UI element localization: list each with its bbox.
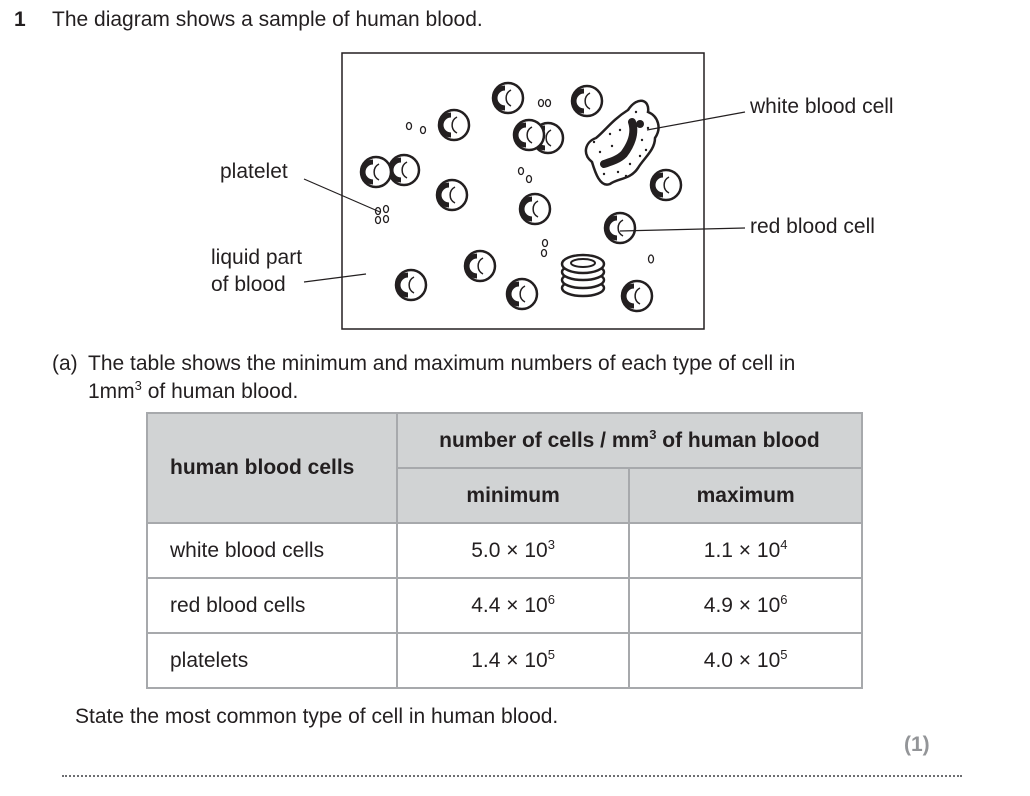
red-blood-cells bbox=[361, 83, 681, 311]
leader-lines bbox=[303, 111, 746, 283]
row-min: 5.0 × 103 bbox=[395, 522, 631, 579]
white-blood-cell-shape bbox=[584, 99, 660, 186]
label-liquid-part-line1: liquid part bbox=[211, 246, 302, 269]
part-a-line1: The table shows the minimum and maximum … bbox=[88, 352, 796, 375]
row-max: 4.9 × 106 bbox=[628, 577, 863, 634]
question-intro: The diagram shows a sample of human bloo… bbox=[52, 8, 483, 31]
table-row: white blood cells 5.0 × 103 1.1 × 104 bbox=[146, 522, 863, 579]
part-a-text: (a) The table shows the minimum and maxim… bbox=[52, 350, 795, 406]
label-platelet: platelet bbox=[220, 160, 288, 183]
row-name: red blood cells bbox=[146, 577, 398, 634]
row-max: 4.0 × 105 bbox=[628, 632, 863, 689]
table-row: platelets 1.4 × 105 4.0 × 105 bbox=[146, 632, 863, 689]
label-liquid-part-line2: of blood bbox=[211, 273, 286, 296]
platelets bbox=[374, 98, 655, 264]
label-white-blood-cell: white blood cell bbox=[749, 95, 894, 118]
answer-line[interactable] bbox=[62, 775, 962, 777]
label-red-blood-cell: red blood cell bbox=[750, 215, 875, 238]
part-a-unit: 1mm bbox=[88, 380, 135, 403]
blood-sample-diagram: white blood cell platelet red blood cell… bbox=[211, 52, 894, 330]
row-max: 1.1 × 104 bbox=[628, 522, 863, 579]
marks-indicator: (1) bbox=[904, 733, 930, 756]
part-a-unit-exp: 3 bbox=[134, 378, 142, 393]
row-name: white blood cells bbox=[146, 522, 398, 579]
blood-cell-table: human blood cells number of cells / mm3 … bbox=[146, 412, 864, 689]
question-number: 1 bbox=[14, 8, 26, 31]
header-maximum: maximum bbox=[628, 467, 863, 524]
part-a-line2: of human blood. bbox=[141, 380, 299, 403]
question-prompt: State the most common type of cell in hu… bbox=[75, 705, 559, 728]
table-row: red blood cells 4.4 × 106 4.9 × 106 bbox=[146, 577, 863, 634]
header-minimum: minimum bbox=[395, 467, 631, 524]
header-number-of-cells: number of cells / mm3 of human blood bbox=[395, 412, 864, 469]
part-a-tag: (a) bbox=[52, 352, 78, 375]
row-min: 4.4 × 106 bbox=[395, 577, 631, 634]
header-human-blood-cells: human blood cells bbox=[146, 412, 398, 524]
row-min: 1.4 × 105 bbox=[395, 632, 631, 689]
row-name: platelets bbox=[146, 632, 398, 689]
